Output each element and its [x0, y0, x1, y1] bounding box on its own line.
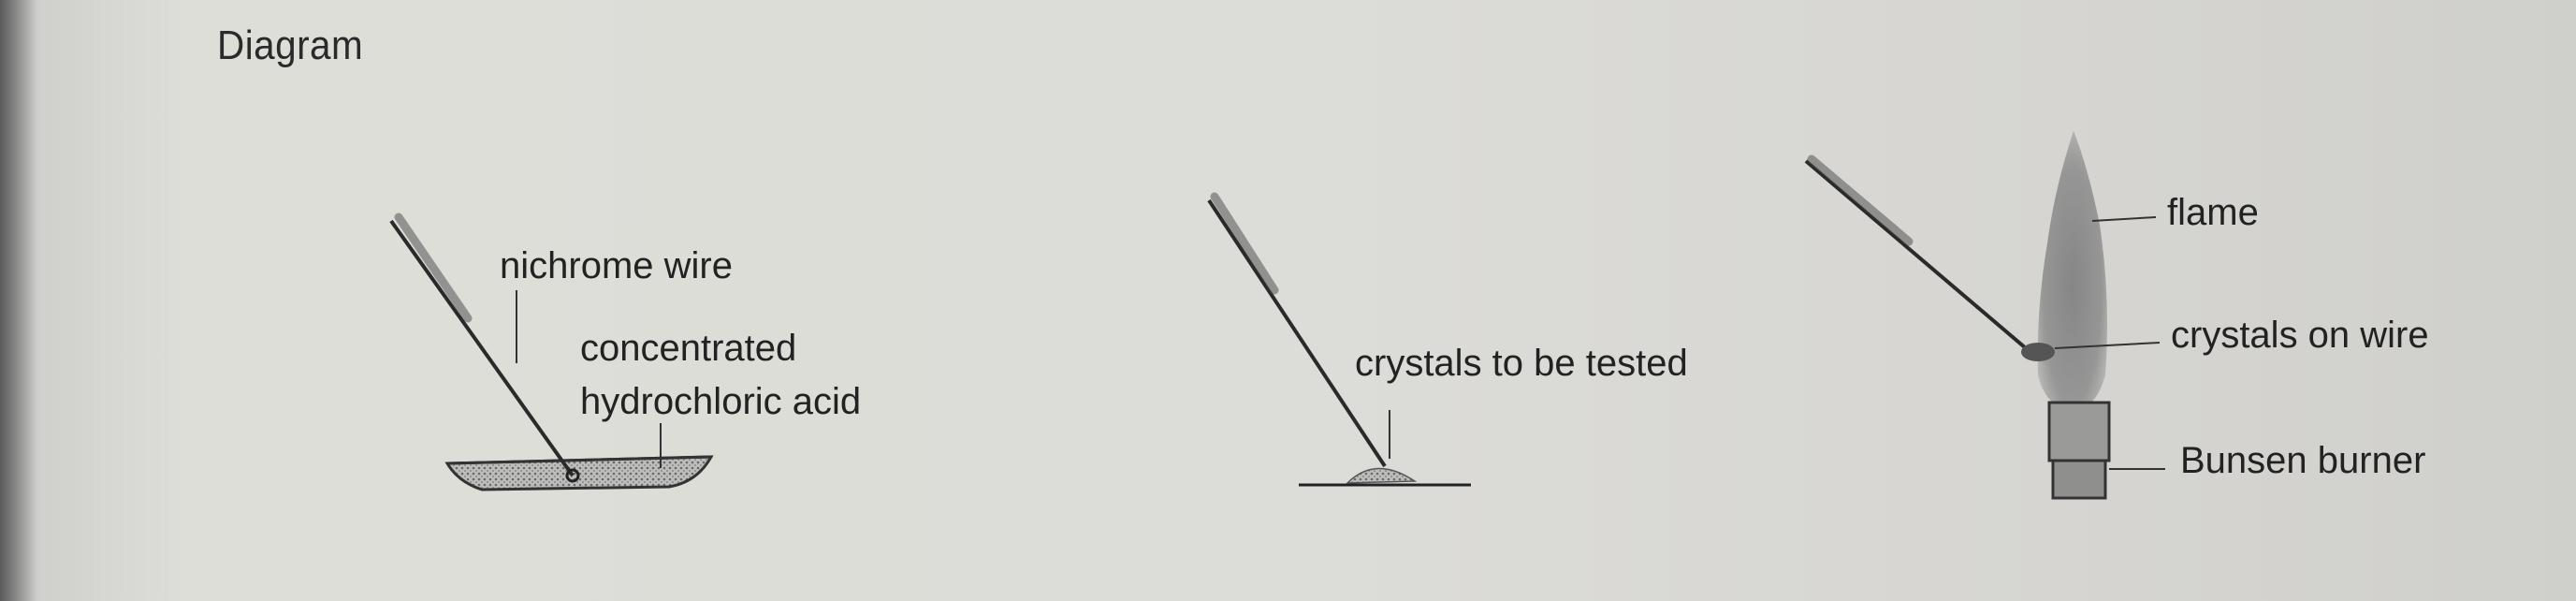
- label-crystals-to-be-tested: crystals to be tested: [1355, 343, 1688, 384]
- flame-shape: [2037, 131, 2107, 412]
- leader-flame: [2091, 216, 2157, 222]
- label-acid-line1: concentrated: [580, 328, 797, 369]
- bunsen-burner-shape: [2047, 401, 2111, 500]
- label-crystals-on-wire: crystals on wire: [2171, 315, 2429, 356]
- label-acid-line2: hydrochloric acid: [580, 381, 862, 422]
- crystals-on-wire-blob: [2021, 343, 2055, 361]
- acid-dish-setup: [389, 213, 714, 491]
- flame-test-setup: [1804, 131, 2165, 500]
- label-nichrome-wire: nichrome wire: [500, 245, 733, 286]
- diagram-heading: Diagram: [217, 22, 364, 68]
- nichrome-wire-2: [1207, 192, 1387, 468]
- label-bunsen-burner: Bunsen burner: [2180, 440, 2426, 481]
- label-flame: flame: [2167, 192, 2259, 233]
- nichrome-wire-3: [1804, 154, 2034, 356]
- leader-crystals-on-wire: [2054, 342, 2161, 349]
- nichrome-wire-1: [389, 213, 580, 483]
- crystal-pile: [1346, 467, 1418, 484]
- crystal-sample-setup: [1207, 192, 1471, 487]
